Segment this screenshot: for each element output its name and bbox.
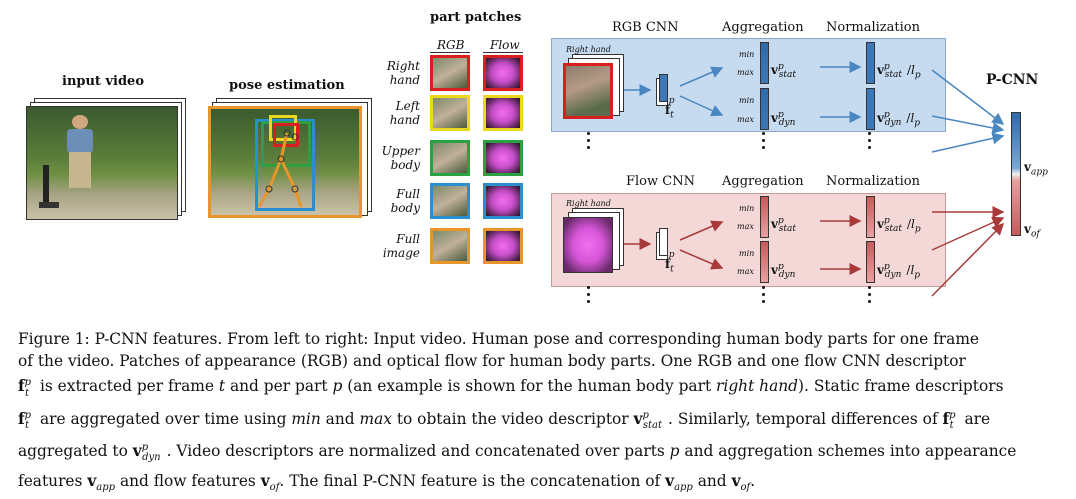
rgb-max-label-stat: max	[737, 68, 754, 77]
flow-patch	[483, 140, 523, 176]
flow-v-stat-normalized: vpstat/lp	[877, 216, 921, 235]
pcnn-v-app: vapp	[1024, 160, 1048, 178]
input-video-frame	[26, 106, 178, 220]
rgb-v-stat: vpstat	[771, 62, 796, 81]
ellipsis-dots	[868, 286, 872, 307]
rgb-max-label-dyn: max	[737, 115, 754, 124]
rgb-v-stat-normalized: vpstat/lp	[877, 62, 921, 81]
part-label-line: Left	[395, 99, 420, 113]
flow-v-stat: vpstat	[771, 216, 796, 235]
pcnn-feature-bar	[1011, 112, 1021, 236]
part-label-line: body	[390, 201, 420, 215]
part-label-line: body	[390, 158, 420, 172]
flow-patch	[483, 95, 523, 131]
diagram-arrows	[624, 61, 1005, 297]
caption-line-2: of the video. Patches of appearance (RGB…	[18, 352, 966, 371]
flow-patch	[483, 55, 523, 91]
flow-max-label-stat: max	[737, 222, 754, 231]
caption-line-1: Figure 1: P-CNN features. From left to r…	[18, 330, 980, 348]
flow-patch	[483, 228, 523, 264]
aggregation-label-top: Aggregation	[722, 20, 804, 35]
rgb-v-dyn: vpdyn	[771, 110, 796, 129]
normalization-label-top: Normalization	[826, 20, 920, 35]
flow-max-label-dyn: max	[737, 267, 754, 276]
ellipsis-dots	[587, 286, 591, 307]
rgb-right-hand-label: Right hand	[566, 45, 611, 54]
ellipsis-dots	[587, 132, 591, 153]
pcnn-v-of: vof	[1024, 222, 1040, 240]
ellipsis-dots	[762, 132, 766, 153]
part-label-line: Right	[386, 59, 420, 73]
part-label-line: image	[382, 246, 420, 260]
figure-caption: Figure 1: P-CNN features. From left to r…	[18, 328, 1063, 499]
flow-min-label-stat: min	[739, 204, 755, 213]
rgb-patch	[430, 55, 470, 91]
rgb-patch	[430, 228, 470, 264]
pose-estimation-frame	[208, 106, 362, 218]
part-label-line: hand	[389, 113, 420, 127]
flow-frame-descriptor: ftp	[665, 250, 675, 275]
flow-min-label-dyn: min	[739, 249, 755, 258]
caption-line-4: fpt are aggregated over time using min a…	[18, 409, 991, 432]
part-label-line: hand	[389, 73, 420, 87]
flow-cnn-label: Flow CNN	[626, 174, 695, 189]
rgb-v-dyn-normalized: vpdyn/lp	[877, 110, 921, 129]
normalization-label-bottom: Normalization	[826, 174, 920, 189]
pose-estimation-title: pose estimation	[229, 78, 345, 93]
rgb-column-label: RGB	[437, 38, 465, 52]
rgb-min-label-stat: min	[739, 50, 755, 59]
rgb-min-label-dyn: min	[739, 96, 755, 105]
rgb-right-hand-patch	[563, 63, 613, 119]
flow-patch	[483, 183, 523, 219]
rgb-cnn-label: RGB CNN	[612, 20, 679, 35]
ellipsis-dots	[868, 132, 872, 153]
part-label-line: Full	[396, 187, 420, 201]
flow-right-hand-patch	[563, 217, 613, 273]
ellipsis-dots	[762, 286, 766, 307]
rgb-patch	[430, 95, 470, 131]
part-label-line: Upper	[381, 144, 420, 158]
caption-line-3: fpt is extracted per frame t and per par…	[18, 377, 1004, 399]
flow-right-hand-label: Right hand	[566, 199, 611, 208]
rgb-patch	[430, 183, 470, 219]
part-label-line: Full	[396, 232, 420, 246]
caption-line-6: features vapp and flow features vof. The…	[18, 471, 756, 493]
aggregation-label-bottom: Aggregation	[722, 174, 804, 189]
pcnn-title: P-CNN	[986, 72, 1039, 88]
rgb-patch	[430, 140, 470, 176]
input-video-title: input video	[62, 74, 144, 89]
rgb-frame-descriptor: ftp	[665, 96, 675, 121]
flow-v-dyn-normalized: vpdyn/lp	[877, 262, 921, 281]
flow-column-label: Flow	[490, 38, 520, 52]
flow-v-dyn: vpdyn	[771, 262, 796, 281]
caption-line-5: aggregated to vpdyn. Video descriptors a…	[18, 442, 1017, 464]
part-patches-title: part patches	[430, 10, 522, 25]
